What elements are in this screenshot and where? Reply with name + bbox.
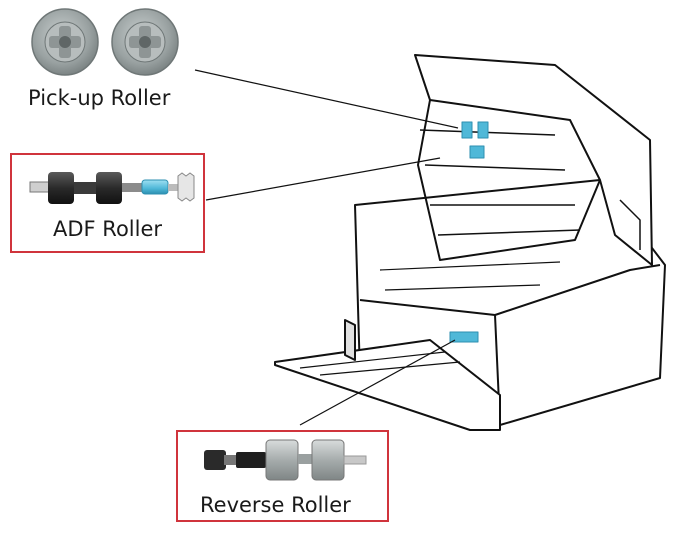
- adf-roller-icon: [29, 172, 195, 204]
- reverse-roller-label: Reverse Roller: [200, 493, 351, 517]
- adf-leader-line: [205, 157, 441, 201]
- pickup-leader-line: [194, 69, 459, 129]
- adf-roller-label: ADF Roller: [53, 217, 163, 241]
- reverse-roller-icon: [204, 439, 367, 481]
- pickup-roller-icon: [31, 8, 179, 76]
- reverse-leader-line: [299, 339, 456, 426]
- document-scanner-illustration: [274, 54, 666, 431]
- adf-highlight-box: [10, 153, 205, 253]
- pickup-roller-label: Pick-up Roller: [28, 86, 171, 110]
- leader-lines: [194, 69, 459, 426]
- reverse-highlight-box: [176, 430, 389, 522]
